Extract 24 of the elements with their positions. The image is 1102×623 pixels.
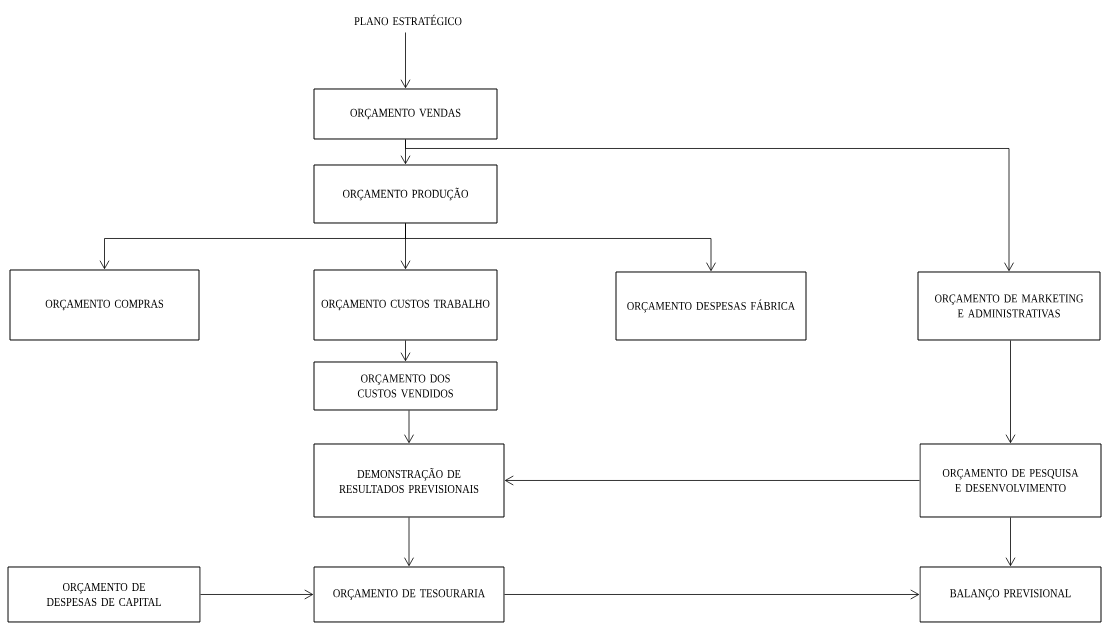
process-box: ORÇAMENTO DE DESPESAS DE CAPITAL (7, 566, 201, 623)
arrow (400, 340, 411, 362)
process-box: ORÇAMENTO DE MARKETING E ADMINISTRATIVAS (917, 271, 1101, 341)
arrow (200, 589, 314, 600)
arrow (1005, 517, 1016, 567)
heading-text: PLANO ESTRATÉGICO (354, 14, 462, 26)
arrow (405, 139, 1014, 272)
process-box: ORÇAMENTO DESPESAS FÁBRICA (615, 271, 807, 341)
process-box: ORÇAMENTO DE PESQUISA E DESENVOLVIMENTO (919, 443, 1102, 518)
process-box: ORÇAMENTO DE TESOURARIA (313, 566, 505, 623)
process-box: ORÇAMENTO DOS CUSTOS VENDIDOS (313, 361, 498, 411)
process-box: BALANÇO PREVISIONAL (919, 566, 1102, 623)
arrow (404, 517, 414, 567)
arrow (405, 223, 716, 272)
process-box: ORÇAMENTO VENDAS (313, 88, 498, 140)
arrow (404, 410, 414, 444)
arrow (504, 475, 920, 486)
arrow (400, 32, 411, 89)
process-box: ORÇAMENTO COMPRAS (9, 269, 200, 341)
process-box: ORÇAMENTO CUSTOS TRABALHO (313, 269, 498, 341)
process-box: ORÇAMENTO PRODUÇÃO (313, 164, 498, 224)
process-box: DEMONSTRAÇÃO DE RESULTADOS PREVISIONAIS (313, 443, 505, 518)
arrow (1005, 340, 1016, 444)
arrow (504, 589, 920, 600)
